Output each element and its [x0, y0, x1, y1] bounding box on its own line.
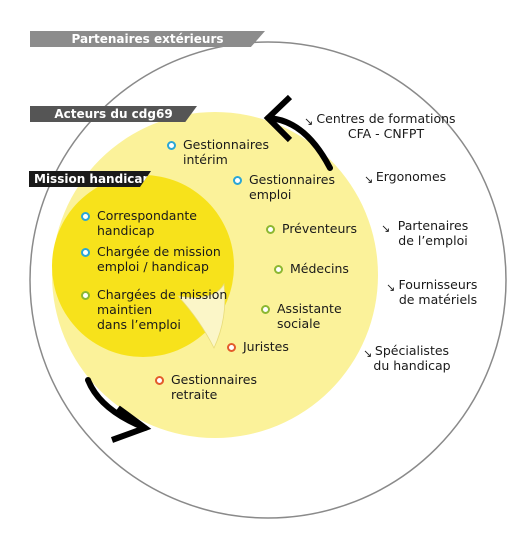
blue-dot-icon — [81, 248, 90, 257]
arrow-down-right-icon: ↘ — [304, 115, 314, 128]
red-dot-icon — [227, 343, 236, 352]
acteur-gestionnaires-emploi: Gestionnaires emploi — [249, 172, 335, 202]
red-dot-icon — [155, 376, 164, 385]
page-curl — [176, 282, 226, 349]
partenaire-centres-formations: Centres de formations CFA - CNFPT — [316, 111, 456, 141]
mission-item-chargee-emploi: Chargée de mission emploi / handicap — [97, 244, 221, 274]
mission-item-correspondante: Correspondante handicap — [97, 208, 197, 238]
cycle-arrow-bottom-head — [110, 405, 152, 443]
acteur-juristes: Juristes — [243, 339, 289, 354]
green-dot-icon — [261, 305, 270, 314]
green-dot-icon — [81, 291, 90, 300]
arrow-down-right-icon: ↘ — [364, 173, 374, 186]
mission-item-chargees-maintien: Chargées de mission maintien dans l’empl… — [97, 287, 228, 332]
banner-partenaires-exterieurs: Partenaires extérieurs — [30, 31, 265, 47]
partenaire-emploi: Partenaires de l’emploi — [397, 218, 469, 248]
cycle-arrow-top — [265, 115, 333, 171]
acteur-medecins: Médecins — [290, 261, 349, 276]
partenaire-fournisseurs: Fournisseurs de matériels — [398, 277, 478, 307]
partenaire-ergonomes: Ergonomes — [375, 169, 447, 184]
acteur-gestionnaires-retraite: Gestionnaires retraite — [171, 372, 257, 402]
blue-dot-icon — [167, 141, 176, 150]
arrow-down-right-icon: ↘ — [386, 281, 396, 294]
acteur-preventeurs: Préventeurs — [282, 221, 358, 236]
mission-circle — [52, 175, 234, 357]
acteur-gestionnaires-interim: Gestionnaires intérim — [183, 137, 269, 167]
arrow-down-right-icon: ↘ — [381, 222, 391, 235]
green-dot-icon — [274, 265, 283, 274]
blue-dot-icon — [233, 176, 242, 185]
green-dot-icon — [266, 225, 275, 234]
cycle-arrow-top-head — [263, 94, 293, 143]
banner-mission-handicap: Mission handicap — [29, 171, 151, 187]
blue-dot-icon — [81, 212, 90, 221]
arrow-down-right-icon: ↘ — [363, 347, 373, 360]
banner-acteurs-cdg69: Acteurs du cdg69 — [30, 106, 197, 122]
partenaire-specialistes: Spécialistes du handicap — [373, 343, 451, 373]
acteur-assistante-sociale: Assistante sociale — [277, 301, 342, 331]
